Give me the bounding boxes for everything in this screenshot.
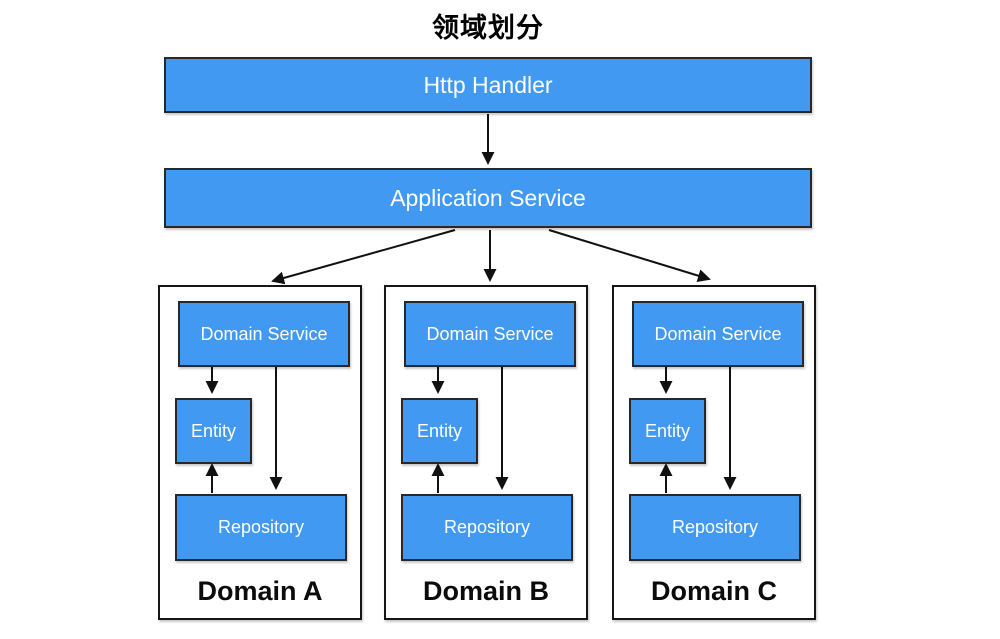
arrow-application-to-domain-c — [548, 229, 711, 282]
domain-c-entity-label: Entity — [644, 420, 691, 441]
domain-c-domain-service-box: Domain Service — [632, 301, 804, 367]
domain-b-domain-service-box: Domain Service — [404, 301, 576, 367]
application-service-label: Application Service — [390, 184, 586, 211]
domain-b-entity-label: Entity — [416, 420, 463, 441]
domain-a-label: Domain A — [197, 576, 323, 606]
application-service-box: Application Service — [164, 168, 812, 228]
domain-a-container: Domain Service Entity Repository Domain … — [158, 285, 362, 620]
http-handler-label: Http Handler — [423, 71, 553, 98]
domain-b-domain-service-label: Domain Service — [426, 323, 554, 344]
domain-b-entity-box: Entity — [401, 398, 478, 464]
domain-c-repository-box: Repository — [629, 494, 801, 561]
domain-b-repository-label: Repository — [443, 517, 531, 537]
domain-c-label: Domain C — [650, 576, 777, 606]
diagram-title: 领域划分 — [432, 13, 544, 43]
domain-b-repository-box: Repository — [401, 494, 573, 561]
domain-a-repository-box: Repository — [175, 494, 347, 561]
domain-c-domain-service-label: Domain Service — [654, 323, 782, 344]
domain-c-container: Domain Service Entity Repository Domain … — [612, 285, 816, 620]
domain-a-entity-box: Entity — [175, 398, 252, 464]
http-handler-box: Http Handler — [164, 57, 812, 113]
arrow-application-to-domain-a — [271, 229, 456, 285]
domain-a-domain-service-label: Domain Service — [200, 323, 328, 344]
domain-c-entity-box: Entity — [629, 398, 706, 464]
domain-c-repository-label: Repository — [671, 517, 759, 537]
domain-a-entity-label: Entity — [190, 420, 237, 441]
domain-a-repository-label: Repository — [217, 517, 305, 537]
domain-b-label: Domain B — [422, 576, 549, 606]
domain-a-domain-service-box: Domain Service — [178, 301, 350, 367]
domain-b-container: Domain Service Entity Repository Domain … — [384, 285, 588, 620]
